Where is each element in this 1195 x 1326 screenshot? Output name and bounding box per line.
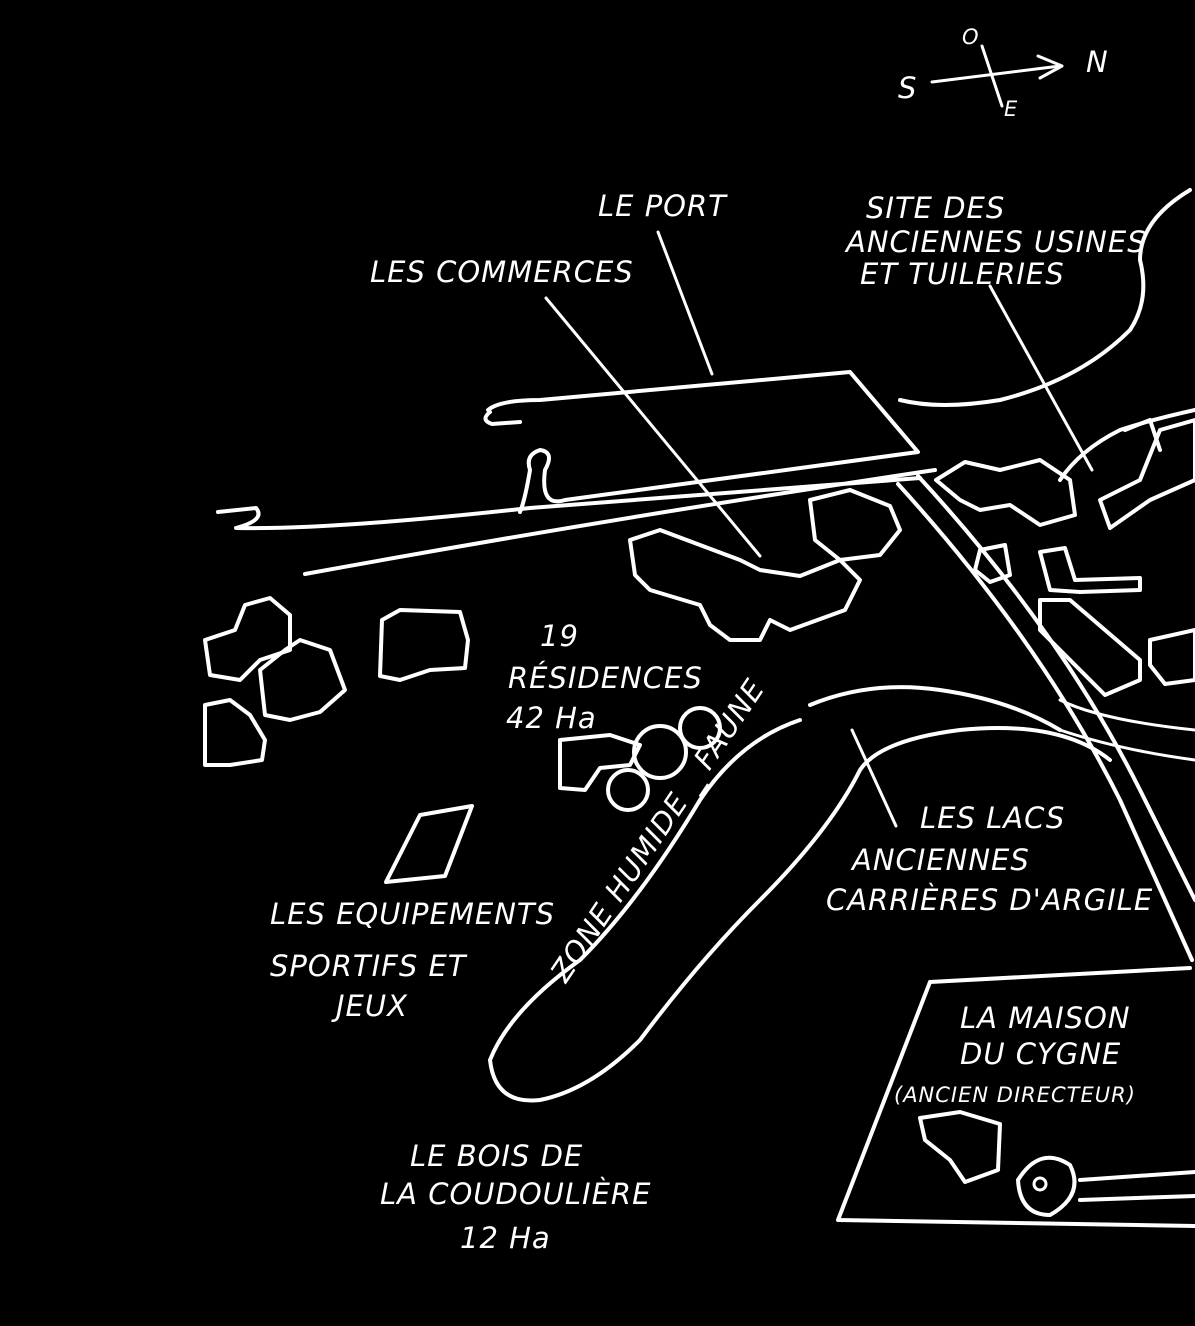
compass-cross — [980, 44, 1004, 108]
label-residences-area: 42 Ha — [506, 701, 597, 735]
label-bois-3: 12 Ha — [460, 1221, 551, 1255]
leader-lines — [544, 230, 1094, 558]
wetland-lakes-outline — [488, 685, 1112, 1103]
compass-arrow — [930, 54, 1064, 84]
label-usines-3: ET TUILERIES — [860, 257, 1065, 291]
label-commerces: LES COMMERCES — [370, 255, 634, 289]
label-usines-2: ANCIENNES USINES — [844, 225, 1147, 259]
label-equipements-2: SPORTIFS ET — [270, 949, 468, 983]
compass-rose: S N O E — [898, 25, 1109, 121]
label-lacs-1: LES LACS — [920, 801, 1065, 835]
compass-east: E — [1004, 97, 1018, 121]
label-lacs-3: CARRIÈRES D'ARGILE — [826, 883, 1153, 917]
compass-north: N — [1086, 45, 1109, 79]
label-maison-3: (ANCIEN DIRECTEUR) — [894, 1083, 1136, 1107]
label-bois-1: LE BOIS DE — [410, 1139, 583, 1173]
label-residences-name: RÉSIDENCES — [508, 661, 703, 695]
label-usines-1: SITE DES — [866, 191, 1005, 225]
label-equipements-3: JEUX — [331, 989, 408, 1023]
map-labels: LE PORT LES COMMERCES SITE DES ANCIENNES… — [270, 189, 1153, 1255]
factory-buildings — [934, 418, 1195, 697]
label-equipements-1: LES EQUIPEMENTS — [270, 897, 555, 931]
residence-buildings — [203, 596, 722, 812]
label-lacs-2: ANCIENNES — [850, 843, 1030, 877]
compass-south: S — [898, 71, 917, 105]
lacs-leader-line — [850, 728, 898, 828]
label-bois-2: LA COUDOULIÈRE — [380, 1177, 651, 1211]
maison-parcel — [836, 966, 1195, 1228]
sports-field — [384, 804, 474, 884]
label-maison-2: DU CYGNE — [960, 1037, 1121, 1071]
compass-west: O — [962, 25, 980, 49]
commerce-buildings — [628, 488, 902, 642]
creek — [898, 188, 1195, 482]
label-residences-count: 19 — [540, 619, 579, 653]
label-maison-1: LA MAISON — [960, 1001, 1131, 1035]
label-port: LE PORT — [598, 189, 728, 223]
port-outline — [216, 370, 937, 576]
